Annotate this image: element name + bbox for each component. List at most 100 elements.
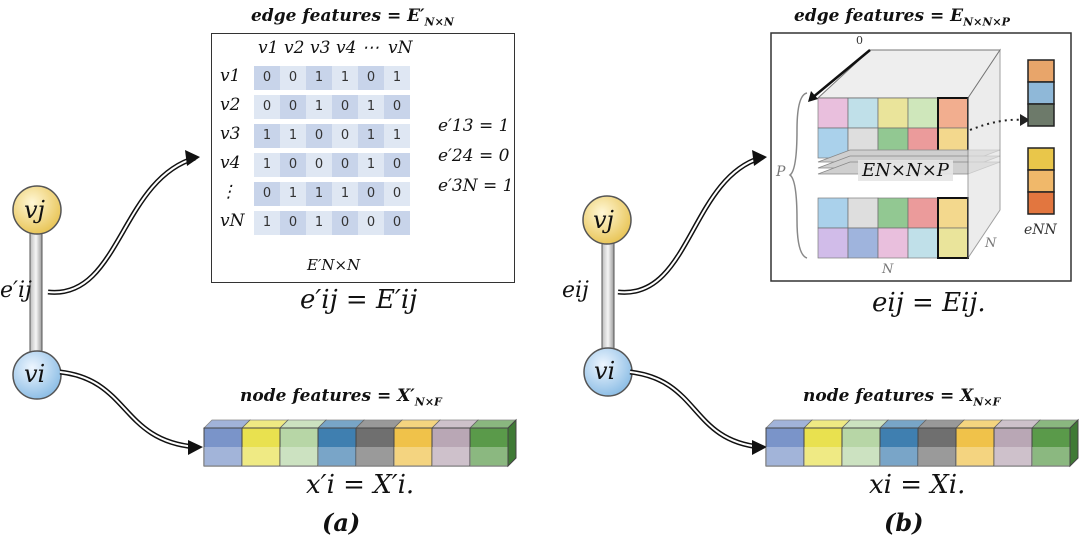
matrix-cell: 0: [332, 153, 358, 177]
matrix-cell: 1: [384, 124, 410, 148]
tensor-cell: [847, 227, 879, 259]
enn-stack: [1027, 59, 1055, 215]
matrix-cell: 0: [384, 153, 410, 177]
feature-cell: [317, 427, 357, 467]
matrix-cell: 0: [332, 211, 358, 235]
tensor-cell: [937, 227, 969, 259]
matrix-row-header: vN: [220, 211, 245, 231]
edge-label-b: eij: [562, 278, 589, 303]
matrix-col-header: v4: [336, 38, 357, 58]
feature-cell: [241, 427, 281, 467]
matrix-cell: 1: [254, 124, 280, 148]
enn-label: eNN: [1024, 222, 1057, 238]
enn-cell: [1027, 147, 1055, 171]
matrix-col-header: vN: [388, 38, 413, 58]
arrow-to-edge-b: [617, 155, 761, 295]
matrix-cell: 0: [358, 66, 384, 90]
node-features-header-a: node features = X′N×F: [240, 386, 442, 409]
edge-label-a: e′ij: [0, 278, 32, 303]
matrix-cell: 0: [280, 211, 306, 235]
feature-cell-shade: [842, 447, 880, 466]
matrix-cell: 0: [280, 66, 306, 90]
tensor-cell: [907, 97, 939, 129]
feature-cell: [279, 427, 319, 467]
axis-arrow: [811, 49, 871, 99]
panel-a: [12, 150, 517, 468]
axis-zero-label: 0: [856, 34, 863, 47]
node-vi-label-b: vi: [594, 357, 616, 385]
matrix-cell: 0: [254, 182, 280, 206]
matrix-cell: 0: [306, 124, 332, 148]
tensor-cell: [817, 197, 849, 229]
tensor-cell: [847, 97, 879, 129]
matrix-col-header: v1: [258, 38, 279, 58]
matrix-row-header: ⋮: [220, 182, 237, 202]
enn-cell: [1027, 81, 1055, 105]
matrix-cell: 0: [280, 153, 306, 177]
tensor-cell: [907, 227, 939, 259]
axis-p-label: P: [776, 164, 786, 180]
edge-equation-a: e′ij = E′ij: [300, 285, 418, 315]
feature-cell-shade: [318, 447, 356, 466]
matrix-cell: 1: [358, 153, 384, 177]
tensor-cell: [877, 97, 909, 129]
feature-cell-shade: [880, 447, 918, 466]
edge-features-header-a: edge features = E′N×N: [251, 6, 454, 29]
feature-cell-shade: [280, 447, 318, 466]
node-vj-label-b: vj: [593, 206, 614, 234]
enn-cell: [1027, 103, 1055, 127]
matrix-cell: 1: [384, 66, 410, 90]
matrix-cell: 0: [332, 124, 358, 148]
matrix-cell: 1: [358, 124, 384, 148]
node-vj-a: [12, 185, 62, 235]
node-equation-a: x′i = X′i.: [306, 470, 415, 500]
enn-cell: [1027, 169, 1055, 193]
matrix-cell: 1: [332, 182, 358, 206]
side-eq-1: e′13 = 1: [438, 116, 510, 136]
feature-bar-side: [1069, 418, 1079, 468]
node-vi-a: [12, 350, 62, 400]
matrix-cell: 1: [254, 153, 280, 177]
feature-cell: [355, 427, 395, 467]
feature-cell: [879, 427, 919, 467]
matrix-cell: 0: [358, 211, 384, 235]
matrix-col-header: ⋯: [362, 38, 379, 58]
matrix-cell: 1: [306, 211, 332, 235]
matrix-cell: 1: [254, 211, 280, 235]
tensor-cell: [937, 197, 969, 229]
feature-cell: [803, 427, 843, 467]
matrix-cell: 0: [280, 95, 306, 119]
panel-b: [582, 32, 1079, 468]
node-vi-label-a: vi: [24, 360, 46, 388]
feature-cell-shade: [956, 447, 994, 466]
node-vj-b: [582, 195, 632, 245]
caption-a: (a): [322, 508, 361, 537]
matrix-cell: 0: [332, 95, 358, 119]
node-equation-b: xi = Xi.: [869, 470, 966, 500]
feature-cell: [917, 427, 957, 467]
node-features-header-b: node features = XN×F: [803, 386, 1001, 409]
tensor-cell: [937, 97, 969, 129]
matrix-cell: 1: [306, 66, 332, 90]
side-eq-3: e′3N = 1: [438, 176, 514, 196]
tensor-cell: [817, 127, 849, 159]
tensor-cell: [817, 227, 849, 259]
feature-cell: [1031, 427, 1071, 467]
enn-cell: [1027, 191, 1055, 215]
tensor-side-face: [967, 48, 1001, 260]
matrix-cell: 0: [306, 153, 332, 177]
feature-cell: [203, 427, 243, 467]
enn-cell: [1027, 59, 1055, 83]
feature-cell-shade: [804, 447, 842, 466]
feature-cell-shade: [918, 447, 956, 466]
feature-cell-shade: [242, 447, 280, 466]
feature-bar-side: [507, 418, 517, 468]
feature-cell: [431, 427, 471, 467]
feature-cell-shade: [1032, 447, 1070, 466]
feature-cell-shade: [356, 447, 394, 466]
matrix-row-header: v1: [220, 66, 241, 86]
matrix-cell: 0: [254, 66, 280, 90]
node-feature-bar-b: [765, 418, 1079, 468]
